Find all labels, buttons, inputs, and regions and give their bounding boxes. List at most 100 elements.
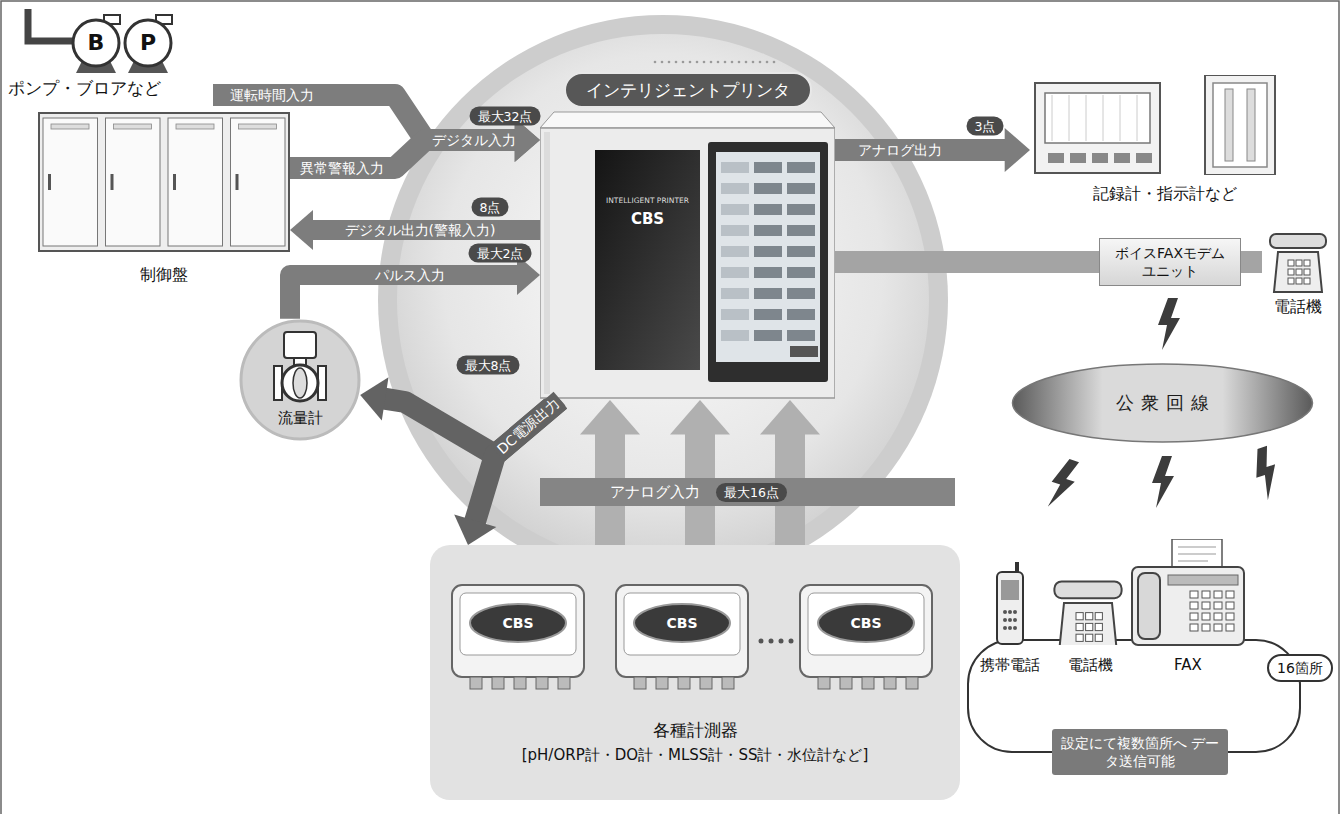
signal-connector (835, 262, 1099, 263)
illustration-part (787, 267, 815, 278)
point-badge: 最大16点 (716, 483, 787, 502)
illustration-part (754, 330, 782, 341)
arrow-head (670, 400, 730, 435)
illustration-part (722, 677, 734, 689)
illustration-part (1008, 610, 1012, 614)
illustration-part (787, 246, 815, 257)
illustration-part (1013, 364, 1313, 442)
illustration-part (716, 152, 820, 362)
signal-connector (290, 255, 540, 319)
illustration-part (787, 330, 815, 341)
illustration-part (1070, 153, 1086, 163)
device-name: 携帯電話 (980, 655, 1040, 675)
illustration-part (1202, 591, 1210, 598)
signal-connector (760, 400, 820, 545)
mobile-symbol (975, 562, 1045, 647)
device-name: 制御盤 (38, 264, 290, 286)
recorder-group: 記録計・指示計など (1030, 75, 1300, 205)
illustration-part (661, 61, 664, 64)
illustration-part (1304, 260, 1310, 266)
illustration-part (634, 604, 730, 642)
illustration-part (1158, 298, 1180, 350)
symbol-letter: P (133, 28, 163, 58)
illustration-part (1003, 626, 1007, 630)
illustration-part (668, 61, 671, 64)
device-name: FAX (1174, 655, 1202, 675)
illustration-part (284, 332, 316, 358)
illustration-part (808, 593, 924, 655)
illustration-part (460, 593, 576, 655)
illustration-part (754, 225, 782, 236)
illustration-part (745, 61, 748, 64)
illustration-part (678, 677, 690, 689)
illustration-part (787, 183, 815, 194)
illustration-part (1069, 95, 1070, 141)
mobile-phone: 携帯電話 (975, 562, 1045, 675)
illustration-part (656, 677, 668, 689)
arrow-head (1005, 128, 1030, 172)
illustration-part (769, 639, 774, 644)
illustration-part (1296, 260, 1302, 266)
illustration-part (654, 61, 657, 64)
illustration-part (1103, 95, 1104, 141)
illustration-part (1296, 269, 1302, 275)
illustration-part (1095, 613, 1102, 620)
fax-symbol (1128, 539, 1248, 647)
illustration-part (1274, 252, 1322, 292)
illustration-part (1214, 613, 1222, 620)
signal-label: アナログ出力 (855, 141, 945, 159)
signal-connector (1241, 262, 1262, 263)
illustration-part (1120, 95, 1121, 141)
illustration-part (721, 183, 749, 194)
illustration-part (624, 593, 740, 655)
illustration-part (754, 267, 782, 278)
illustration-part (1086, 623, 1093, 630)
signal-label: 異常警報入力 (297, 159, 387, 177)
illustration-part (1086, 95, 1087, 141)
illustration-part (766, 61, 769, 64)
illustration-part (884, 677, 896, 689)
telephone-symbol (1268, 222, 1328, 294)
illustration-part (514, 677, 526, 689)
illustration-part (1132, 567, 1244, 645)
illustration-part (1214, 591, 1222, 598)
signal-connector (670, 400, 730, 545)
illustration-part (125, 20, 171, 66)
illustration-part (106, 118, 161, 246)
box-text: ボイスFAXモデム ユニット (1106, 244, 1234, 280)
illustration-part (1304, 269, 1310, 275)
illustration-part (779, 639, 784, 644)
illustration-part (1008, 618, 1012, 622)
illustration-part (721, 309, 749, 320)
illustration-part (540, 128, 835, 398)
illustration-part (1288, 269, 1294, 275)
illustration-part (558, 677, 570, 689)
note-box: 設定にて複数箇所へ データ送信可能 (1052, 729, 1228, 775)
illustration-part (1052, 95, 1053, 141)
illustration-part (1248, 445, 1285, 501)
flow-meter: 流量計 (238, 318, 362, 442)
illustration-part (1172, 539, 1222, 569)
illustration-part (114, 124, 152, 129)
illustration-part (800, 585, 932, 677)
connector-band (835, 139, 1006, 161)
arrow-head (760, 400, 820, 435)
illustration-part (754, 183, 782, 194)
control-panel: 制御盤 (38, 112, 290, 286)
arrow-head (290, 210, 313, 250)
signal-label: パルス入力 (372, 266, 448, 284)
point-badge: 最大2点 (469, 244, 532, 263)
illustration-part (1013, 618, 1017, 622)
illustration-part (1226, 613, 1234, 620)
illustration-part (1008, 626, 1012, 630)
analog-bar: アナログ入力最大16点 (540, 478, 955, 506)
title-pill: インテリジェントプリンタ (564, 72, 812, 108)
illustration-part (1045, 93, 1150, 143)
illustration-part (818, 677, 830, 689)
network-name: 公衆回線 (1109, 392, 1217, 414)
illustration-part (1226, 591, 1234, 598)
illustration-part (717, 61, 720, 64)
point-badge: 最大8点 (457, 356, 520, 375)
illustration-part (1178, 547, 1216, 548)
illustration-part (787, 162, 815, 173)
